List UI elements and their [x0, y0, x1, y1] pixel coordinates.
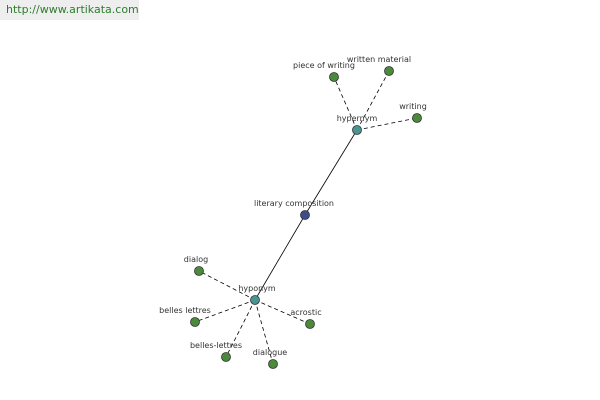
node-hyponym[interactable] — [250, 295, 260, 305]
node-acrostic[interactable] — [305, 319, 315, 329]
label-belles-lettres[interactable]: belles lettres — [159, 306, 211, 315]
node-writing[interactable] — [412, 113, 422, 123]
label-acrostic[interactable]: acrostic — [290, 308, 321, 317]
label-writing[interactable]: writing — [399, 102, 427, 111]
label-piece-of-writing[interactable]: piece of writing — [293, 61, 355, 70]
label-hyponym[interactable]: hyponym — [238, 284, 276, 293]
edge-hypernym-piece-of-writing — [333, 76, 358, 131]
edge-hyponym-belles-lettres — [194, 299, 256, 323]
node-piece-of-writing[interactable] — [329, 72, 339, 82]
label-center[interactable]: literary composition — [254, 199, 334, 208]
site-url-link[interactable]: http://www.artikata.com — [0, 0, 139, 20]
graph-edges — [194, 70, 418, 365]
node-dialog[interactable] — [194, 266, 204, 276]
edge-hyponym-belles-lettres — [225, 299, 256, 358]
label-belles-lettres[interactable]: belles-lettres — [190, 341, 242, 350]
node-center[interactable] — [300, 210, 310, 220]
node-belles-lettres[interactable] — [221, 352, 231, 362]
node-belles-lettres[interactable] — [190, 317, 200, 327]
label-written-material[interactable]: written material — [347, 55, 411, 64]
label-dialog[interactable]: dialog — [184, 255, 208, 264]
node-hypernym[interactable] — [352, 125, 362, 135]
label-hypernym[interactable]: hypernym — [337, 114, 378, 123]
edge-hyponym-dialog — [198, 270, 256, 301]
edge-hyponym-acrostic — [254, 299, 311, 325]
edge-hypernym-writing — [356, 117, 418, 131]
label-dialogue[interactable]: dialogue — [253, 348, 287, 357]
edge-center-hyponym — [254, 214, 306, 301]
node-dialogue[interactable] — [268, 359, 278, 369]
node-written-material[interactable] — [384, 66, 394, 76]
edge-center-hypernym — [304, 129, 358, 216]
